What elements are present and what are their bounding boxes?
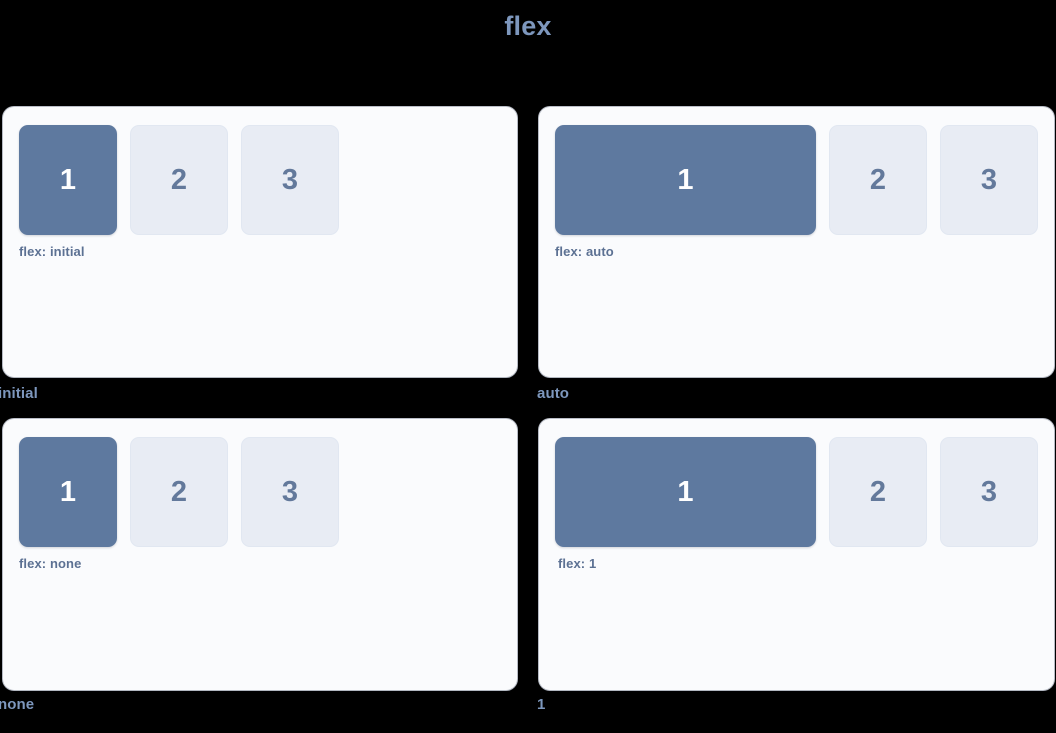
code-label-auto: flex: auto (555, 244, 614, 259)
demo-cell-auto: 1 2 3 flex: auto (539, 107, 1054, 377)
caption-none: none (0, 696, 35, 713)
code-label-initial: flex: initial (19, 244, 85, 259)
demo-card-auto: 1 2 3 flex: auto (539, 107, 1054, 377)
flex-item-3-auto: 3 (940, 125, 1038, 235)
caption-one: 1 (537, 696, 546, 713)
demo-cell-one: 1 2 3 flex: 1 (539, 419, 1054, 690)
demo-cell-none: 1 2 3 flex: none (3, 419, 517, 690)
flex-item-2-initial: 2 (130, 125, 228, 235)
caption-auto: auto (537, 385, 570, 402)
flex-item-1-one: 1 (555, 437, 816, 547)
flex-item-3-one: 3 (940, 437, 1038, 547)
code-label-one: flex: 1 (558, 556, 597, 571)
caption-initial: initial (0, 385, 38, 402)
flex-container-none: 1 2 3 (19, 437, 501, 547)
demo-cell-initial: 1 2 3 flex: initial (3, 107, 517, 377)
demo-card-none: 1 2 3 flex: none (3, 419, 517, 690)
page-title: flex (504, 11, 552, 41)
code-label-none: flex: none (19, 556, 82, 571)
flex-item-1-initial: 1 (19, 125, 117, 235)
flex-item-1-none: 1 (19, 437, 117, 547)
demo-card-initial: 1 2 3 flex: initial (3, 107, 517, 377)
flex-item-1-auto: 1 (555, 125, 816, 235)
flex-item-2-auto: 2 (829, 125, 927, 235)
flex-item-2-none: 2 (130, 437, 228, 547)
demo-card-one: 1 2 3 flex: 1 (539, 419, 1054, 690)
flex-container-initial: 1 2 3 (19, 125, 501, 235)
flex-container-one: 1 2 3 (555, 437, 1038, 547)
flex-item-3-initial: 3 (241, 125, 339, 235)
flex-container-auto: 1 2 3 (555, 125, 1038, 235)
flex-item-2-one: 2 (829, 437, 927, 547)
flex-item-3-none: 3 (241, 437, 339, 547)
